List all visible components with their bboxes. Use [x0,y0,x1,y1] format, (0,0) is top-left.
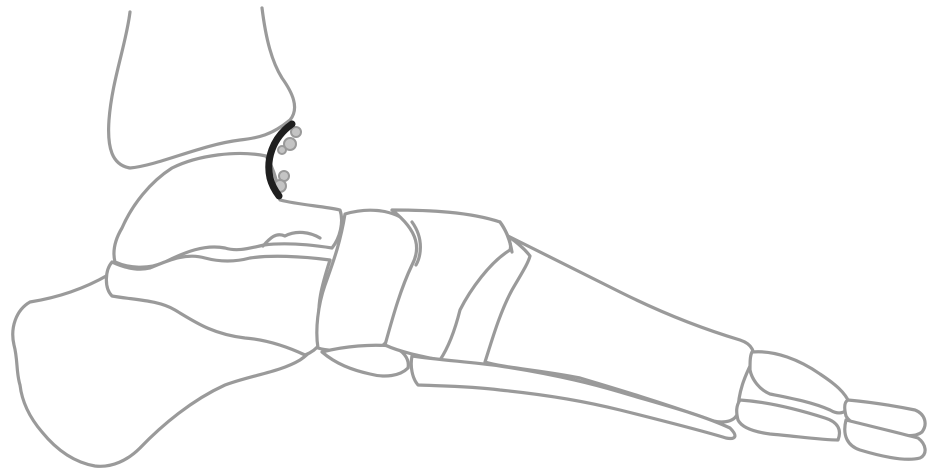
bone-spur-upper-1 [291,127,301,137]
tibia-outline [109,8,295,168]
bone-spur-upper-3 [278,146,286,154]
talus-bone [114,153,342,267]
